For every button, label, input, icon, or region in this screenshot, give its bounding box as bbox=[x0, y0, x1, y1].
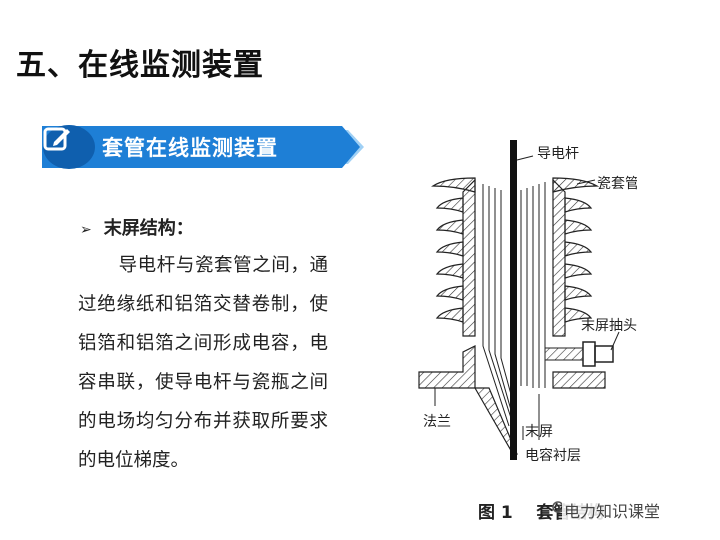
label-capacitor-layer: 电容衬层 bbox=[525, 447, 581, 464]
bushing-structure-diagram: 导电杆 瓷套管 末屏抽头 法兰 末屏 电容衬层 bbox=[418, 140, 637, 464]
label-last-screen: 末屏 bbox=[525, 424, 553, 440]
label-tap: 末屏抽头 bbox=[581, 318, 637, 334]
edit-icon bbox=[43, 127, 70, 151]
flange-left bbox=[418, 345, 476, 389]
capacitor-layers bbox=[482, 182, 546, 427]
page-title: 五、在线监测装置 bbox=[16, 48, 264, 83]
label-porcelain: 瓷套管 bbox=[597, 176, 637, 192]
body-paragraph: 导电杆与瓷套管之间，通过绝缘纸和铝箔交替卷制，使铝箔和铝箔之间形成电容，电容串联… bbox=[78, 246, 328, 480]
banner-label: 套管在线监测装置 bbox=[102, 136, 278, 160]
section-banner: 套管在线监测装置 bbox=[42, 124, 368, 170]
watermark: 电力知识课堂 bbox=[562, 498, 663, 522]
label-flange: 法兰 bbox=[423, 414, 451, 430]
section-heading-text: 末屏结构： bbox=[103, 218, 194, 239]
flange-right bbox=[552, 371, 606, 389]
tap-connector bbox=[544, 341, 614, 367]
porcelain-sheds-right bbox=[552, 177, 600, 323]
label-conductor: 导电杆 bbox=[537, 146, 579, 162]
body-paragraph-text: 导电杆与瓷套管之间，通过绝缘纸和铝箔交替卷制，使铝箔和铝箔之间形成电容，电容串联… bbox=[78, 255, 328, 471]
conductor-rod bbox=[510, 140, 517, 460]
bullet-arrow-icon: ➢ bbox=[80, 222, 92, 238]
section-heading: ➢ 末屏结构： bbox=[80, 214, 194, 240]
